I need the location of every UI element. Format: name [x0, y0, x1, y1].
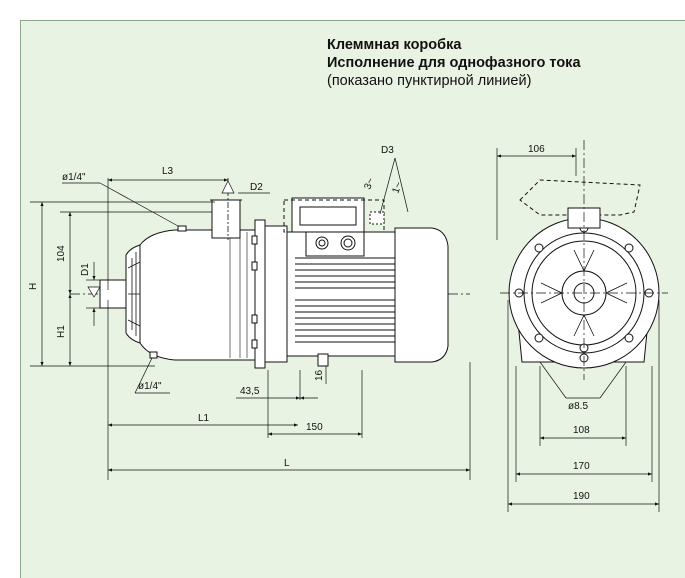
label-1phase: 1~	[390, 180, 404, 195]
label-16: 16	[314, 369, 325, 381]
cover-ribs	[127, 252, 141, 336]
label-d1: D1	[80, 263, 91, 276]
caption: Клеммная коробка Исполнение для однофазн…	[327, 36, 677, 90]
label-l: L	[284, 458, 290, 469]
fan-cover	[394, 227, 449, 363]
label-43-5: 43,5	[240, 386, 260, 397]
label-d3: D3	[381, 145, 394, 156]
front-ribs	[540, 249, 628, 337]
label-thread-bottom: ø1/4"	[138, 381, 162, 392]
label-h1: H1	[56, 325, 67, 338]
caption-note: (показано пунктирной линией)	[327, 73, 532, 89]
body-shading	[229, 232, 248, 358]
caption-title: Клеммная коробка	[327, 37, 462, 53]
label-106: 106	[528, 144, 545, 155]
single-phase-box	[283, 199, 385, 233]
side-dimension-labels: L3 D2 D3 3~ 1~ ø1/4" H 104 D1 H1 ø1/4" 1…	[28, 145, 405, 469]
label-108: 108	[573, 425, 590, 436]
label-150: 150	[306, 422, 323, 433]
discharge-nozzle	[211, 199, 241, 239]
label-d8-5: ø8.5	[568, 401, 588, 412]
label-104: 104	[56, 245, 67, 262]
label-thread-top: ø1/4"	[62, 172, 86, 183]
label-170: 170	[573, 461, 590, 472]
front-single-phase-box	[519, 179, 641, 216]
suction-nozzle	[99, 279, 127, 309]
label-l3: L3	[162, 166, 174, 177]
pump-body	[139, 229, 256, 361]
label-l1: L1	[198, 413, 210, 424]
label-3phase: 3~	[362, 176, 376, 191]
front-dimension-labels: 106 ø8.5 108 170 190	[528, 144, 590, 502]
front-view	[500, 140, 668, 380]
side-view	[70, 178, 470, 369]
front-dimensions	[496, 148, 660, 512]
label-h: H	[28, 283, 39, 290]
label-d2: D2	[250, 182, 263, 193]
label-190: 190	[573, 491, 590, 502]
side-dimensions	[30, 157, 471, 480]
caption-subtitle: Исполнение для однофазного тока	[327, 55, 581, 71]
motor-fins	[295, 257, 395, 343]
